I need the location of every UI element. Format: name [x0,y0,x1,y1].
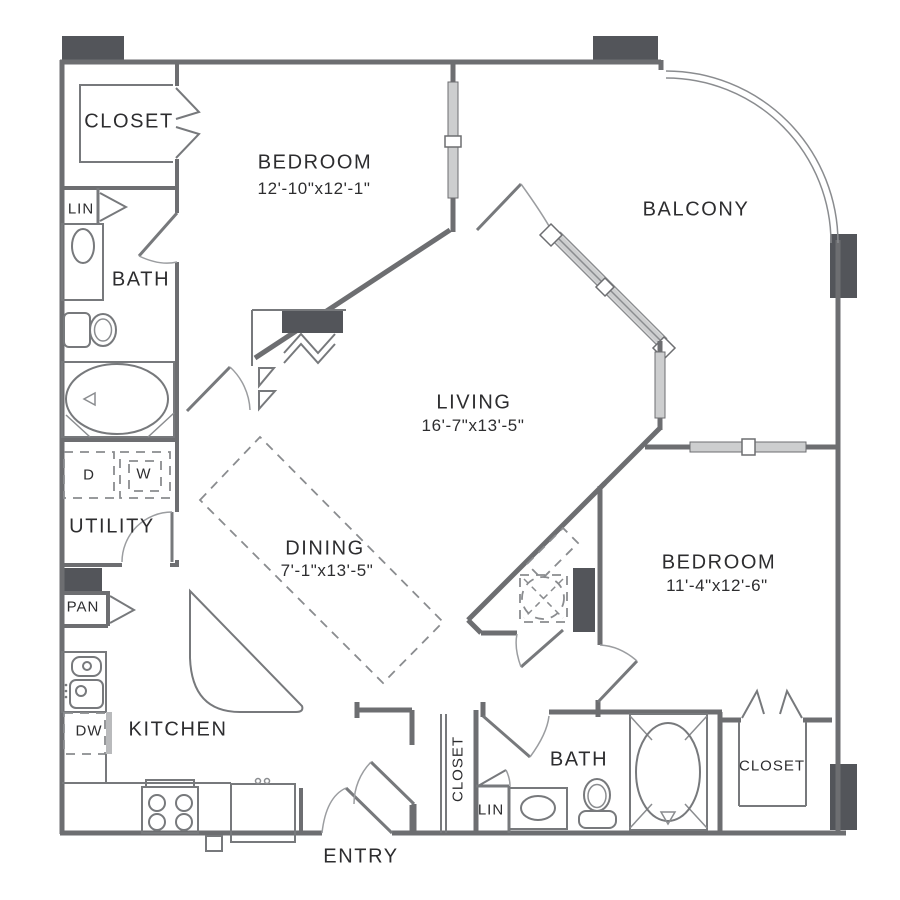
bedroom1-label: BEDROOM [257,151,373,174]
closet-bedroom2-walls [717,688,832,833]
balcony-railing [665,70,839,244]
entry-step-box [205,835,223,852]
entry-label: ENTRY [323,845,399,868]
washer-box [119,451,171,499]
bedroom1-door [185,365,251,413]
living-dims: 16'-7"x13'-5" [421,416,525,435]
kitchen-island [189,588,304,713]
hall-closet-door [353,760,416,806]
closet-bedroom2-label: CLOSET [738,757,806,775]
kitchen-counter [62,754,231,784]
closet-hall-label: CLOSET [449,735,467,803]
utility-label: UTILITY [69,515,155,538]
structural-columns [62,36,857,830]
bedroom2-door [595,644,639,717]
mechanical-nook [466,481,607,669]
utility-door [121,511,174,563]
bath1-door [137,212,179,264]
dining-dims: 7'-1"x13'-5" [280,561,374,580]
bath1-label: BATH [111,268,171,291]
bedroom2-dims: 11'-4"x12'-6" [666,576,768,595]
interior-walls-left [62,62,303,833]
linen2-label: LIN [477,801,505,819]
pantry-label: PAN [66,598,100,616]
dishwasher-label: DW [75,722,103,740]
closet-top-left-walls [79,84,201,163]
bath2-label: BATH [549,748,609,771]
bath2-tub [629,713,708,831]
dryer-box [63,451,115,499]
bath2-toilet [578,778,617,829]
bath1-vanity [61,223,104,301]
bath1-toilet [63,312,117,348]
stove-fixture [141,779,199,834]
linen1-label: LIN [67,200,95,218]
bedroom2-north-wall [598,426,838,490]
kitchen-label: KITCHEN [128,718,228,741]
balcony-door [475,182,554,234]
dryer-label: D [83,466,95,484]
closet-top-left-label: CLOSET [84,110,174,133]
kitchen-sink-fixture [61,651,107,713]
living-label: LIVING [436,391,512,414]
balcony-label: BALCONY [642,198,750,221]
bedroom2-label: BEDROOM [661,551,777,574]
dining-area-outline [198,435,445,685]
washer-label: W [136,465,152,483]
bedroom1-balcony-wall [444,62,462,232]
living-east-window [654,341,666,430]
bedroom1-dims: 12'-10"x12'-1" [257,179,371,198]
bath1-tub [61,361,175,438]
refrigerator-fixture [230,777,296,843]
bath2-vanity [508,787,568,830]
hall-walls [354,702,722,833]
bath2-door [482,714,550,759]
living-balcony-window [538,222,677,361]
bedroom1-diagonal-wall [253,227,452,361]
fireplace-niche [251,309,346,412]
pantry-door [109,595,137,624]
linen1-closet [96,188,129,224]
entry-door [321,786,394,835]
dining-label: DINING [285,537,365,560]
